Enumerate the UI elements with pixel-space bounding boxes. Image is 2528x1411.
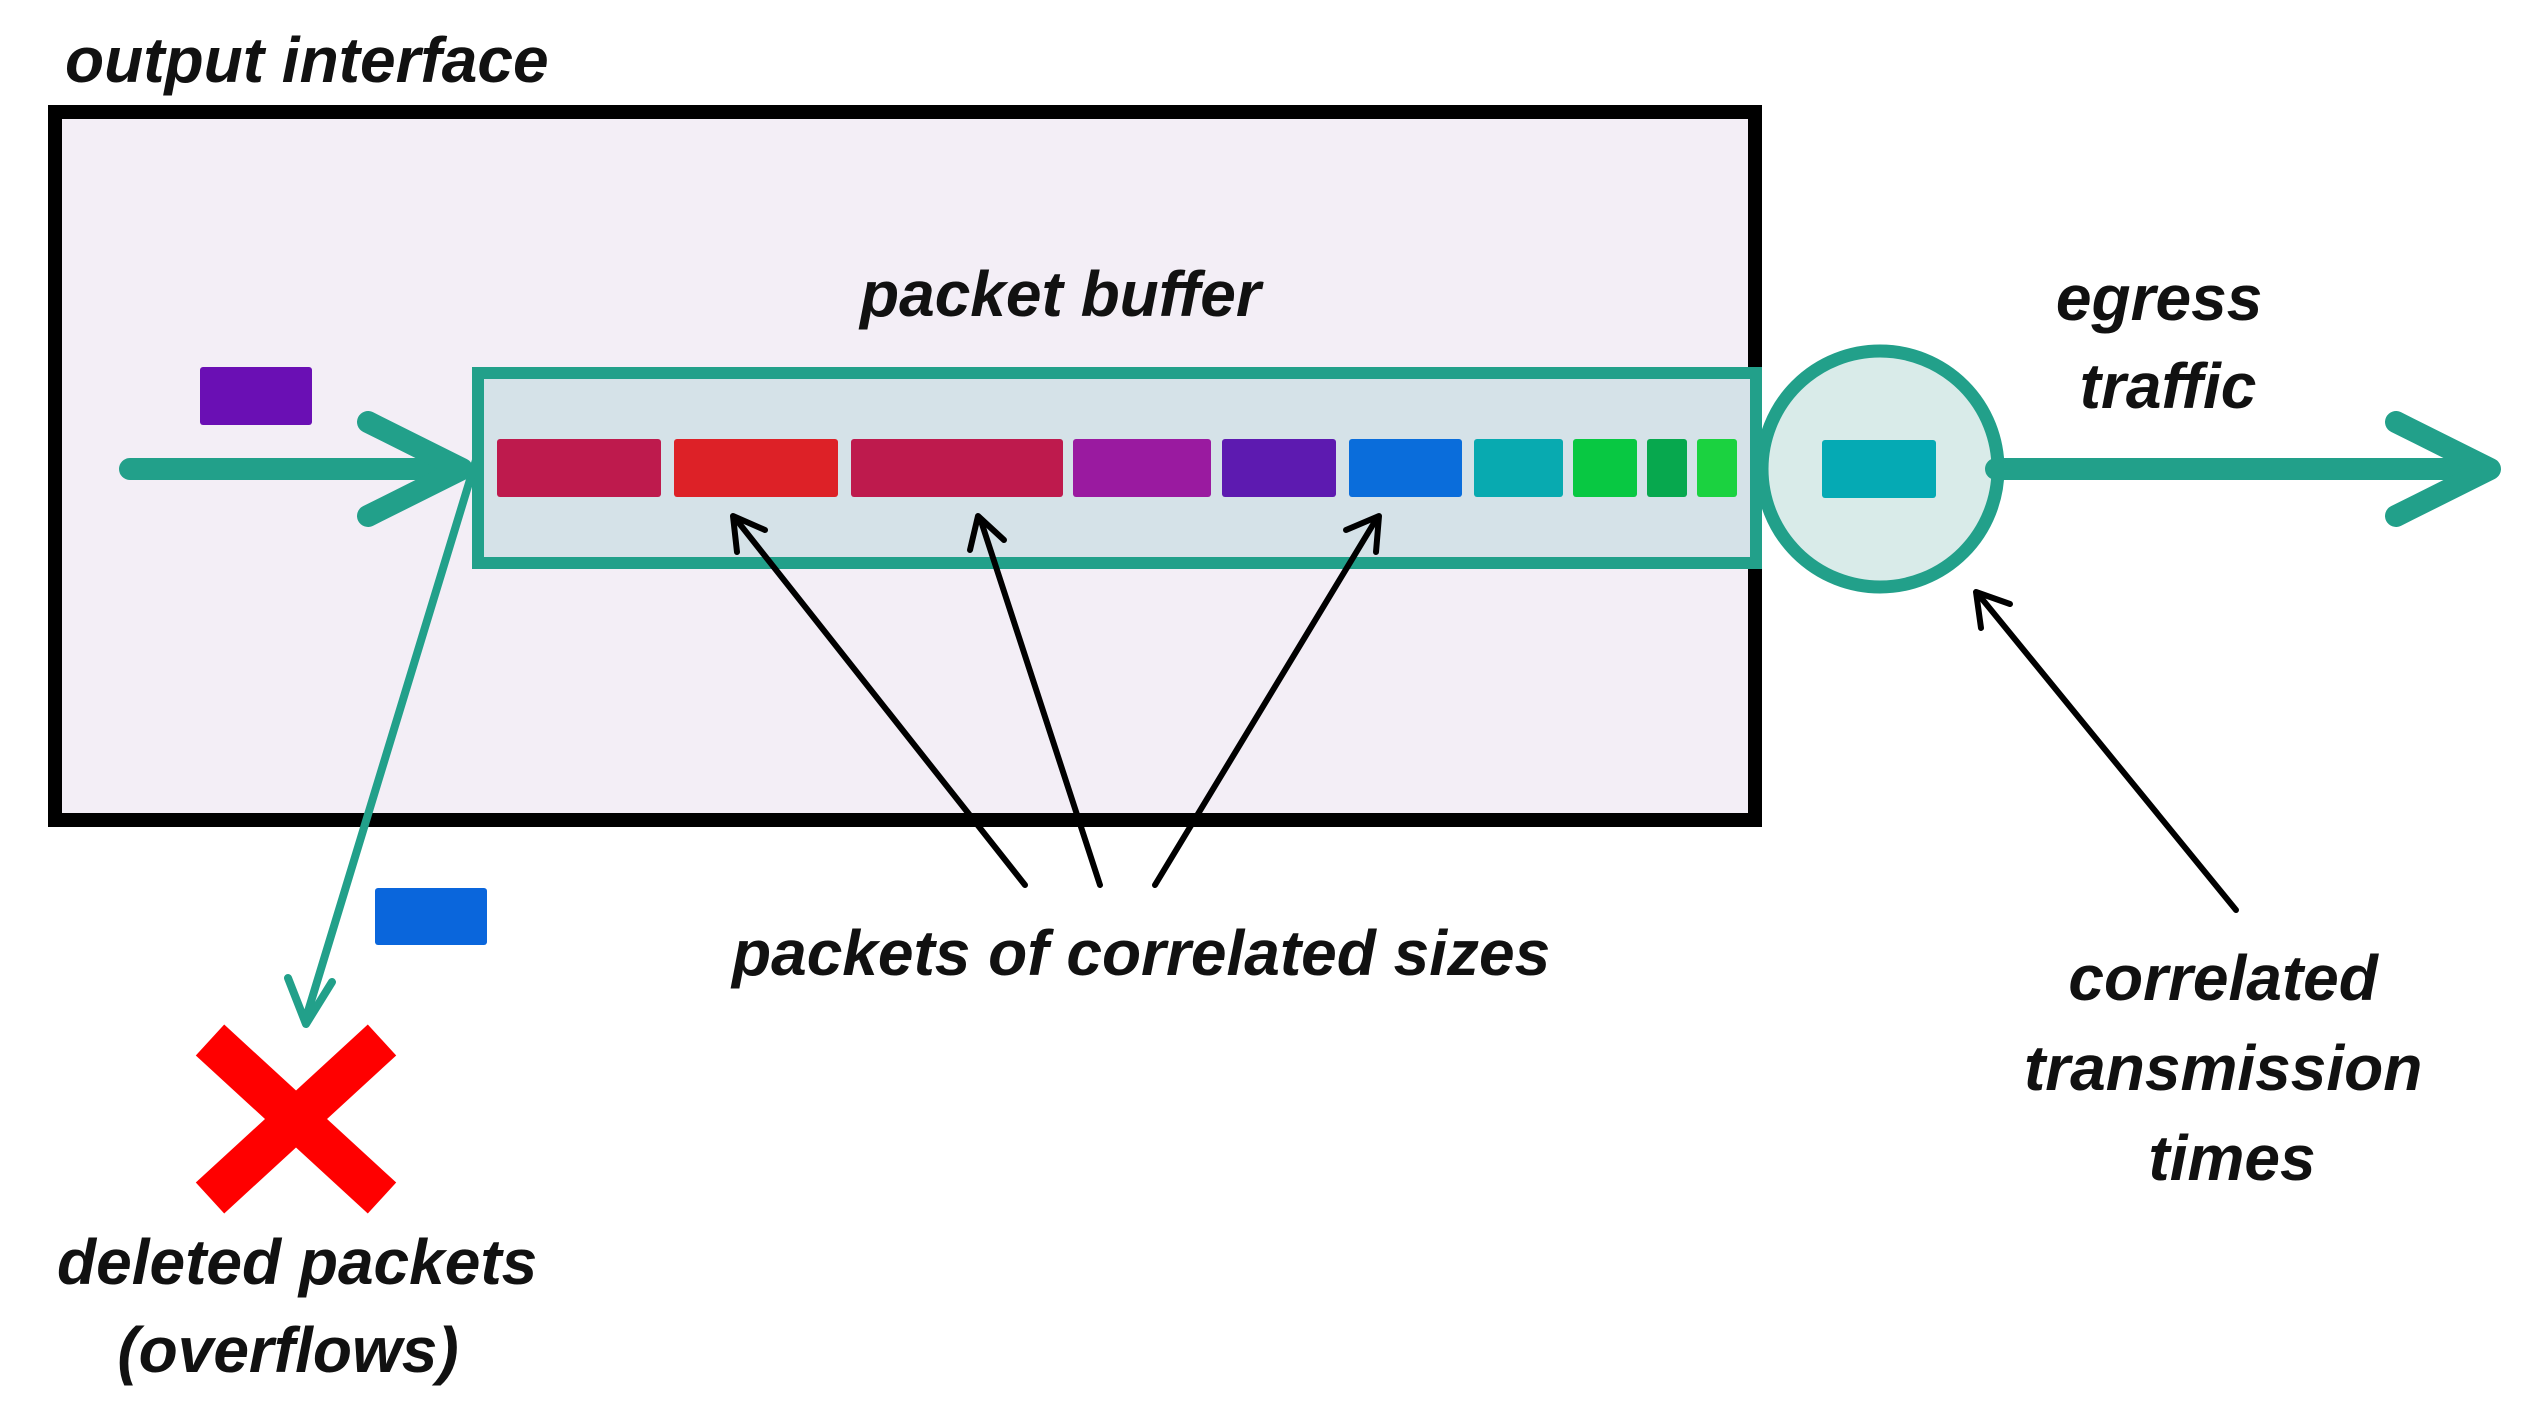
- egress-traffic-label: egress traffic: [2056, 262, 2280, 422]
- queued-packet: [1349, 439, 1462, 497]
- correlated-times-arrow: [1973, 589, 2239, 913]
- queued-packet: [1222, 439, 1336, 497]
- delete-x-icon: [195, 1024, 397, 1214]
- correlated-times-label: correlated transmission times: [2024, 942, 2440, 1194]
- deleted-packets-label: deleted packets (overflows): [57, 1226, 555, 1386]
- queued-packet: [497, 439, 661, 497]
- dropped-packet: [375, 888, 487, 945]
- output-interface-label: output interface: [65, 24, 549, 96]
- queued-packet: [1573, 439, 1637, 497]
- deleted-label-line-1: deleted packets: [57, 1226, 537, 1298]
- egress-label-line-2: traffic: [2080, 350, 2257, 422]
- queued-packet: [1647, 439, 1687, 497]
- packet-buffer-label: packet buffer: [858, 258, 1264, 330]
- ingress-arrow: [119, 411, 473, 527]
- queued-packet: [1073, 439, 1211, 497]
- incoming-packet: [200, 367, 312, 425]
- times-label-line-1: correlated: [2068, 942, 2379, 1014]
- queued-packets: [497, 439, 1737, 497]
- times-label-line-3: times: [2148, 1122, 2315, 1194]
- queued-packet: [1697, 439, 1737, 497]
- times-label-line-2: transmission: [2024, 1032, 2422, 1104]
- queued-packet: [851, 439, 1063, 497]
- queued-packet: [674, 439, 838, 497]
- overflow-arrow: [284, 456, 480, 1028]
- egress-arrow: [1985, 411, 2501, 527]
- transmitting-packet: [1822, 440, 1936, 498]
- deleted-label-line-2: (overflows): [117, 1314, 458, 1386]
- correlated-sizes-label: packets of correlated sizes: [730, 917, 1550, 989]
- correlated-sizes-arrows: [730, 513, 1382, 888]
- egress-label-line-1: egress: [2056, 262, 2262, 334]
- queued-packet: [1474, 439, 1563, 497]
